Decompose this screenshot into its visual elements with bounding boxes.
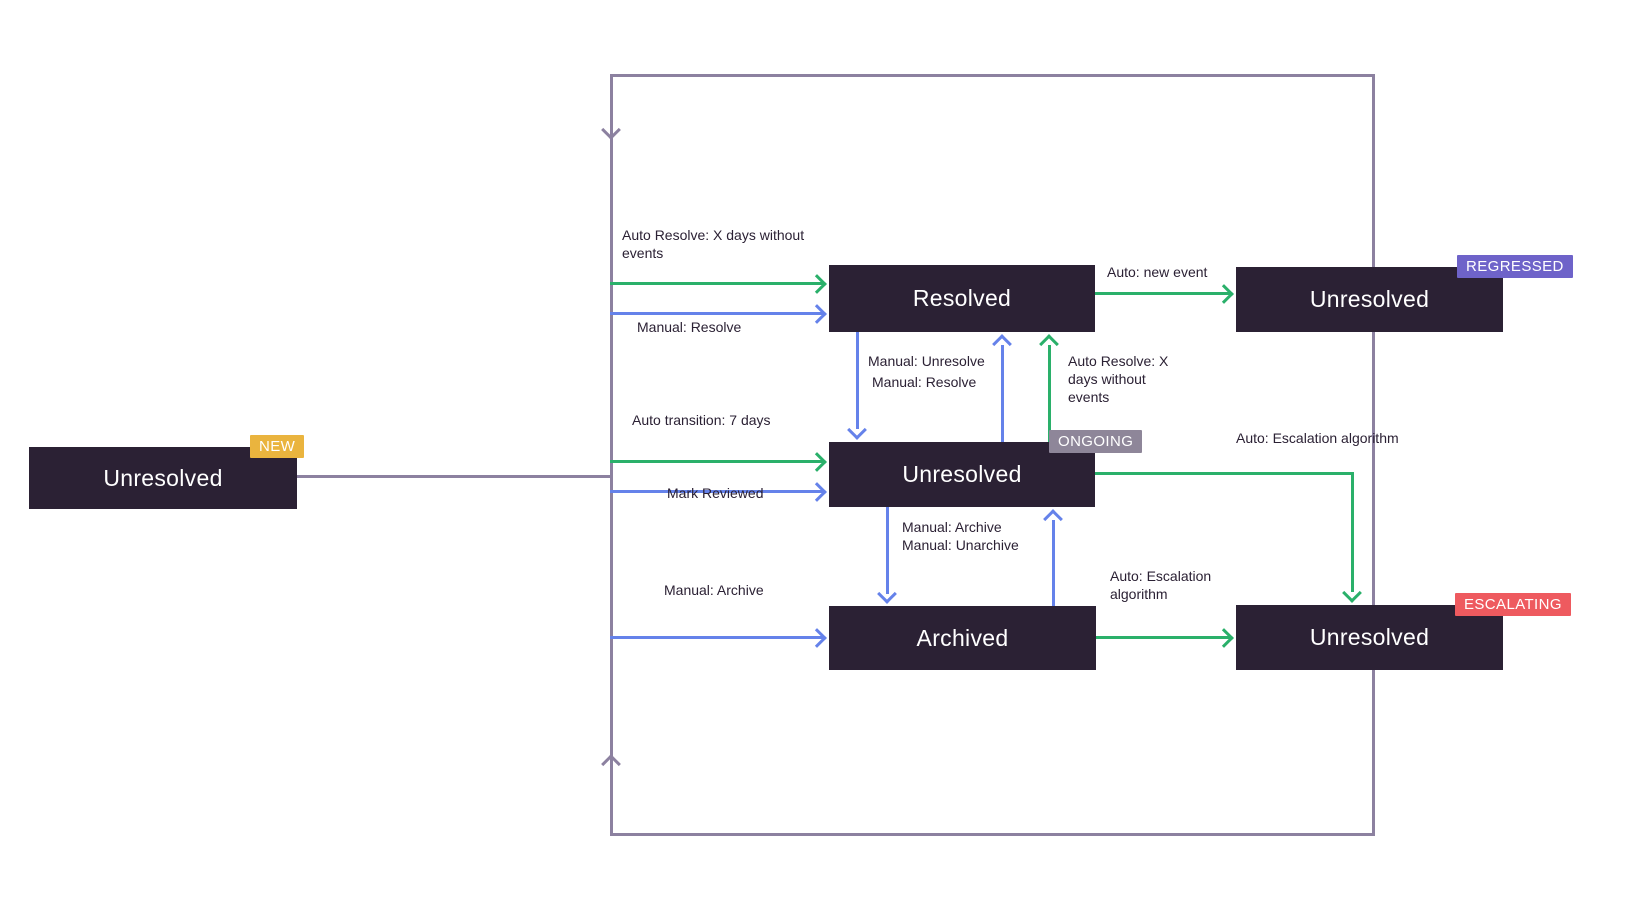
state-escalating-label: Unresolved: [1309, 624, 1430, 650]
auto-escalation-top-vline: [1351, 472, 1354, 592]
ongoing-badge: ONGOING: [1049, 430, 1143, 453]
state-resolved: Resolved: [829, 265, 1095, 332]
loop-right-edge: [1372, 74, 1375, 836]
auto-new-event-label: Auto: new event: [1107, 264, 1208, 280]
manual-archive-bottom-arrowhead: [807, 628, 827, 648]
mark-reviewed-label: Mark Reviewed: [667, 485, 764, 501]
state-resolved-label: Resolved: [912, 285, 1012, 311]
loop-bottom-edge: [610, 833, 1375, 836]
state-ongoing-label: Unresolved: [902, 461, 1022, 487]
auto-resolve-right-label: Auto Resolve: X days without events: [1068, 353, 1169, 405]
manual-resolve-arrowhead: [807, 304, 827, 324]
manual-resolve-up-arrowhead: [992, 334, 1012, 354]
manual-archive-bottom-line: [610, 636, 825, 639]
new-badge: NEW: [250, 435, 305, 458]
auto-resolve-top-label: Auto Resolve: X days without events: [622, 227, 805, 261]
manual-unresolve-label: Manual: Unresolve: [868, 353, 985, 369]
loop-down-arrowhead: [601, 120, 621, 140]
manual-unresolve-arrowhead: [847, 420, 867, 440]
manual-archive-mid-line: [886, 507, 889, 594]
auto-transition-line: [610, 460, 825, 463]
regressed-badge: REGRESSED: [1457, 255, 1573, 278]
auto-escalation-bottom-line: [1096, 636, 1232, 639]
auto-transition-arrowhead: [807, 452, 827, 472]
state-new-label: Unresolved: [103, 464, 223, 491]
auto-transition-label: Auto transition: 7 days: [632, 412, 771, 428]
manual-resolve-line: [610, 312, 825, 315]
state-archived-label: Archived: [916, 624, 1009, 651]
auto-resolve-up-line: [1048, 345, 1051, 442]
manual-unarchive-arrowhead: [1043, 509, 1063, 529]
auto-escalation-bottom-arrowhead: [1214, 628, 1234, 648]
state-archived: Archived: [829, 606, 1096, 670]
auto-escalation-bottom-label: Auto: Escalation algorithm: [1110, 568, 1212, 602]
manual-unarchive-line: [1052, 520, 1055, 606]
manual-archive-bottom-label: Manual: Archive: [664, 582, 764, 598]
auto-resolve-up-arrowhead: [1039, 334, 1059, 354]
state-regressed-label: Unresolved: [1309, 286, 1430, 312]
manual-archive-mid-label: Manual: Archive: [902, 519, 1002, 535]
auto-escalation-top-hline: [1095, 472, 1354, 475]
manual-resolve-up-line: [1001, 345, 1004, 442]
manual-resolve-mid-label: Manual: Resolve: [872, 374, 977, 390]
manual-unarchive-label: Manual: Unarchive: [902, 537, 1019, 553]
manual-unresolve-line: [856, 332, 859, 429]
mark-reviewed-arrowhead: [807, 482, 827, 502]
auto-new-event-arrowhead: [1214, 284, 1234, 304]
new-state-connector: [297, 475, 610, 478]
auto-resolve-arrowhead: [807, 274, 827, 294]
auto-escalation-top-arrowhead: [1342, 583, 1362, 603]
manual-archive-mid-arrowhead: [877, 584, 897, 604]
loop-left-edge: [610, 74, 613, 836]
auto-escalation-top-label: Auto: Escalation algorithm: [1236, 430, 1399, 446]
auto-new-event-line: [1095, 292, 1232, 295]
loop-up-arrowhead: [601, 754, 621, 774]
loop-top-edge: [610, 74, 1375, 77]
manual-resolve-top-label: Manual: Resolve: [637, 319, 742, 335]
escalating-badge: ESCALATING: [1455, 593, 1571, 616]
auto-resolve-line: [610, 282, 825, 285]
mark-reviewed-line: [610, 490, 825, 493]
